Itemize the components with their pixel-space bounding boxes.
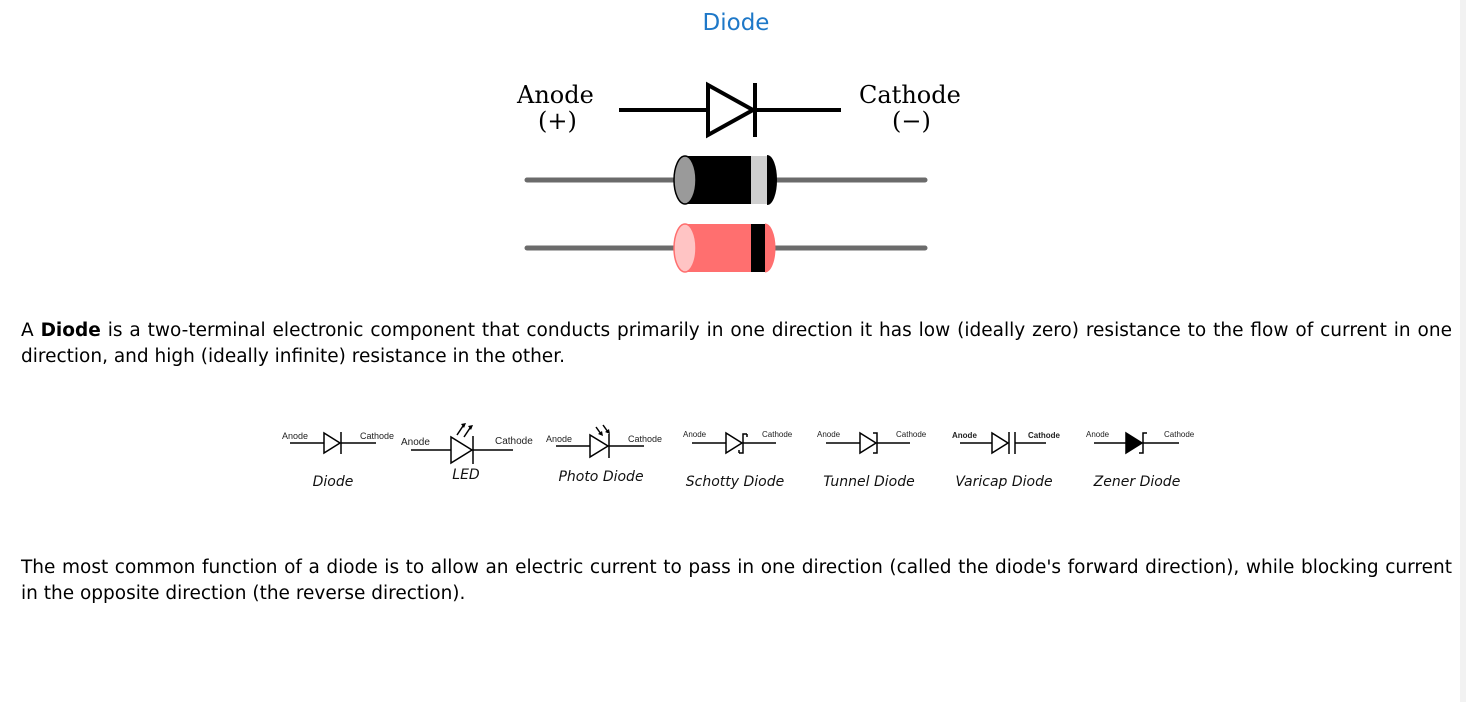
cathode-label: Cathode	[859, 81, 961, 109]
red-diode-component-icon	[524, 223, 928, 273]
diode-description: A Diode is a two-terminal electronic com…	[21, 318, 1452, 370]
diode-icon	[290, 431, 376, 455]
diode-caption: Diode	[312, 474, 354, 490]
diode-symbol-icon	[619, 81, 841, 139]
diode-illustration: Anode (+) Cathode (−)	[505, 70, 980, 290]
cathode-small-label: Cathode	[628, 434, 663, 444]
desc-prefix: A	[21, 320, 41, 341]
diode-function-text: The most common function of a diode is t…	[21, 557, 1452, 604]
tunnel-diode-caption: Tunnel Diode	[823, 474, 915, 490]
anode-small-label: Anode	[546, 434, 573, 444]
desc-bold-term: Diode	[40, 320, 101, 341]
cathode-small-label: Cathode	[896, 430, 927, 439]
anode-label: Anode	[517, 81, 594, 109]
page-title: Diode	[702, 10, 770, 36]
led-icon	[411, 423, 513, 465]
anode-small-label: Anode	[952, 431, 977, 440]
anode-small-label: Anode	[282, 431, 309, 441]
tunnel-diode-icon	[826, 431, 910, 455]
diode-symbol-and-components	[524, 81, 928, 273]
diode-type-diode: Anode Cathode Diode	[280, 420, 395, 500]
zener-diode-caption: Zener Diode	[1093, 474, 1181, 490]
anode-sign: (+)	[538, 107, 577, 135]
black-diode-component-icon	[524, 155, 928, 205]
diode-type-zener-diode: Anode Cathode Zener Diode	[1084, 420, 1199, 500]
cathode-small-label: Cathode	[495, 436, 533, 447]
varicap-diode-icon	[960, 431, 1046, 455]
cathode-small-label: Cathode	[360, 431, 395, 441]
diode-type-tunnel-diode: Anode Cathode Tunnel Diode	[814, 420, 929, 500]
schottky-diode-caption: Schotty Diode	[685, 474, 785, 490]
zener-diode-icon	[1094, 431, 1179, 455]
anode-small-label: Anode	[401, 437, 430, 448]
led-caption: LED	[452, 467, 480, 483]
diode-type-schottky-diode: Anode Cathode Schotty Diode	[680, 420, 795, 500]
diode-type-led: Anode Cathode LED	[401, 420, 536, 500]
photo-diode-caption: Photo Diode	[558, 469, 644, 485]
diode-type-photo-diode: Anode Cathode Photo Diode	[544, 420, 664, 500]
photo-diode-icon	[556, 424, 644, 459]
desc-text: is a two-terminal electronic component t…	[21, 320, 1452, 367]
cathode-small-label: Cathode	[1164, 430, 1195, 439]
anode-small-label: Anode	[817, 430, 841, 439]
diode-types-row: Anode Cathode Diode Anode Cathode LED	[280, 420, 1200, 500]
anode-small-label: Anode	[1086, 430, 1110, 439]
cathode-sign: (−)	[892, 107, 931, 135]
cathode-small-label: Cathode	[1028, 431, 1060, 440]
varicap-diode-caption: Varicap Diode	[955, 474, 1053, 490]
diode-type-varicap-diode: Anode Cathode Varicap Diode	[948, 420, 1068, 500]
schottky-diode-icon	[692, 431, 776, 455]
cathode-small-label: Cathode	[762, 430, 793, 439]
anode-small-label: Anode	[683, 430, 707, 439]
scrollbar-track[interactable]	[1460, 0, 1466, 702]
